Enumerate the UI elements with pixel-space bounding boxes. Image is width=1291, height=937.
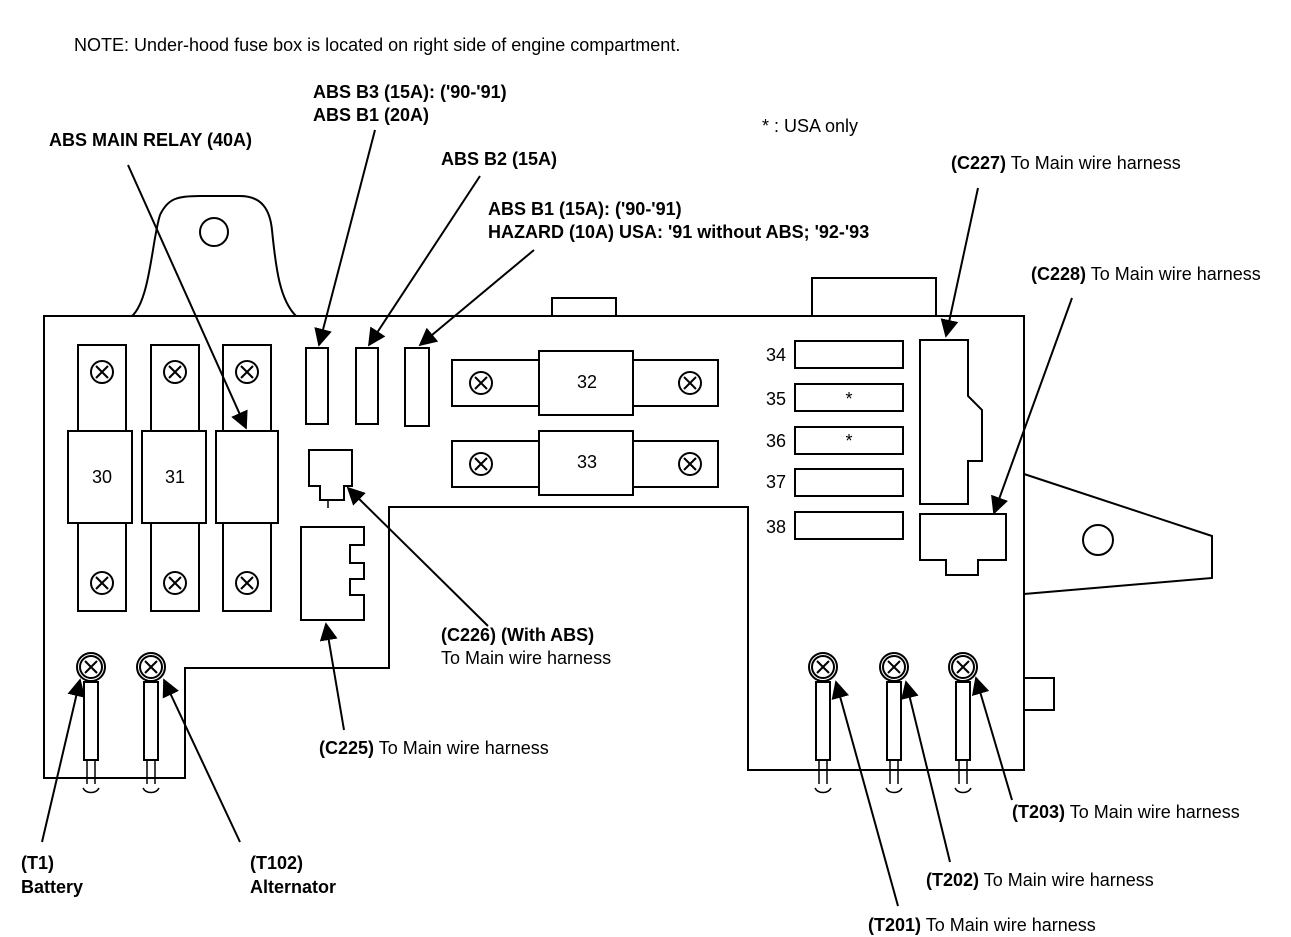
hazard-label: HAZARD (10A) USA: '91 without ABS; '92-'… [488,222,869,242]
t102-text: Alternator [250,877,336,897]
leader-abs-b2 [368,175,481,347]
c228-label: (C228) To Main wire harness [1031,264,1261,284]
fuse-number: 35 [766,389,786,409]
c226-code: (C226) (With ABS) [441,625,594,645]
abs-b1-fuse [404,347,430,427]
fuse-box-body [43,195,1213,779]
t202-text: To Main wire harness [979,870,1154,890]
fuse-32: 32 [451,350,719,416]
t203-code: (T203) [1012,802,1065,822]
c228-code: (C228) [1031,264,1086,284]
abs-b1-20a-label: ABS B1 (20A) [313,105,429,125]
large-fuse-30: 30 [67,344,133,612]
large-fuse-31: 31 [141,344,207,612]
fuse-number: 32 [577,372,597,392]
abs-b3-label: ABS B3 (15A): ('90-'91) [313,82,507,102]
c228-text: To Main wire harness [1086,264,1261,284]
t102-code: (T102) [250,853,303,873]
fuse-37: 37 [766,468,904,497]
c225-code: (C225) [319,738,374,758]
fuse-36: 36 * [766,426,904,455]
leader-c227 [940,187,979,338]
usa-only-mark: * [845,389,852,409]
note-text: NOTE: Under-hood fuse box is located on … [74,35,680,55]
c227-code: (C227) [951,153,1006,173]
c225-text: To Main wire harness [374,738,549,758]
c225-label: (C225) To Main wire harness [319,738,549,758]
c226-connector [308,449,353,508]
usa-only-mark: * [845,431,852,451]
leader-abs-main-relay [127,164,248,430]
leader-abs-b1 [418,249,535,347]
leader-t102 [162,678,241,843]
leader-t203 [971,676,1013,801]
abs-b2-fuse [355,347,379,425]
abs-b3-fuse [305,347,329,425]
leader-c225 [319,622,345,731]
fuse-number: 36 [766,431,786,451]
fuse-number: 33 [577,452,597,472]
fuse-number: 30 [92,467,112,487]
t201-text: To Main wire harness [921,915,1096,935]
terminal-t1 [76,652,106,794]
t201-code: (T201) [868,915,921,935]
c227-connector [919,339,983,505]
c227-text: To Main wire harness [1006,153,1181,173]
c228-connector [919,513,1007,576]
t202-label: (T202) To Main wire harness [926,870,1154,890]
fuse-number: 38 [766,517,786,537]
abs-main-relay-label: ABS MAIN RELAY (40A) [49,130,252,150]
t203-label: (T203) To Main wire harness [1012,802,1240,822]
c225-connector [300,526,365,621]
terminal-t202 [879,652,909,794]
c227-label: (C227) To Main wire harness [951,153,1181,173]
t1-text: Battery [21,877,83,897]
fuse-34: 34 [766,340,904,369]
abs-b2-label: ABS B2 (15A) [441,149,557,169]
terminal-t201 [808,652,838,794]
terminal-t102 [136,652,166,794]
t1-code: (T1) [21,853,54,873]
terminal-t203 [948,652,978,794]
leader-abs-b3 [314,129,376,347]
fuse-38: 38 [766,511,904,540]
leader-c226 [346,486,489,627]
abs-b1-label: ABS B1 (15A): ('90-'91) [488,199,682,219]
fuse-35: 35 * [766,383,904,412]
usa-only-note: * : USA only [762,116,858,136]
t203-text: To Main wire harness [1065,802,1240,822]
leader-t202 [901,680,951,863]
fuse-number: 34 [766,345,786,365]
fuse-number: 31 [165,467,185,487]
fuse-33: 33 [451,430,719,496]
leader-t1 [41,678,86,843]
leader-t201 [831,680,899,907]
c226-text: To Main wire harness [441,648,611,668]
leader-c228 [991,297,1073,515]
leader-lines [41,129,1073,907]
t202-code: (T202) [926,870,979,890]
fuse-number: 37 [766,472,786,492]
t201-label: (T201) To Main wire harness [868,915,1096,935]
abs-main-relay-fuse [215,344,279,612]
